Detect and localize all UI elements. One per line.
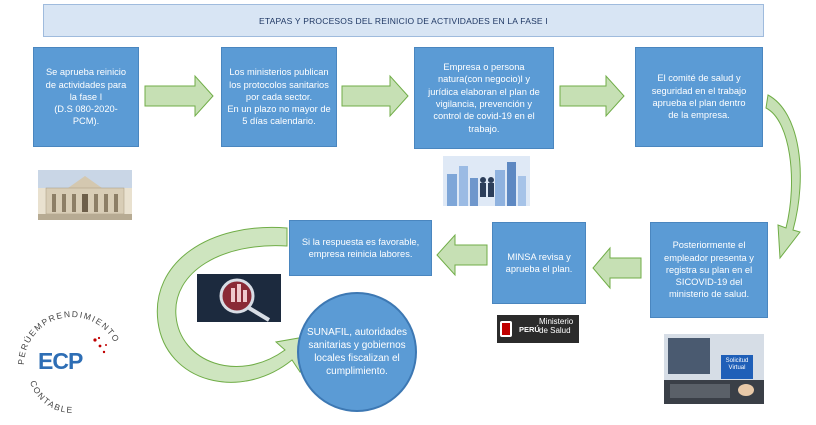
step-5-text: Posteriormente el empleador presenta y r… bbox=[664, 240, 754, 300]
arrow-step6-to-7 bbox=[436, 233, 488, 277]
step-7-text: Si la respuesta es favorable, empresa re… bbox=[301, 236, 420, 259]
arrow-step3-to-4 bbox=[559, 74, 625, 118]
step-1-box: Se aprueba reinicio de actividades para … bbox=[33, 47, 139, 147]
step-2-text: Los ministerios publican los protocolos … bbox=[227, 67, 331, 127]
peru-shield-icon bbox=[500, 321, 512, 337]
step-7-box: Si la respuesta es favorable, empresa re… bbox=[289, 220, 432, 276]
buildings-icon bbox=[443, 156, 530, 206]
step-4-box: El comité de salud y seguridad en el tra… bbox=[635, 47, 763, 147]
step-8-circle: SUNAFIL, autoridades sanitarias y gobier… bbox=[297, 292, 417, 412]
minsa-name-label: Ministerio de Salud bbox=[539, 317, 574, 335]
step-6-text: MINSA revisa y aprueba el plan. bbox=[505, 251, 573, 274]
computer-keyboard-icon bbox=[664, 334, 764, 404]
arrow-step4-to-5 bbox=[765, 94, 801, 260]
step-1-text: Se aprueba reinicio de actividades para … bbox=[45, 67, 127, 127]
palace-icon bbox=[38, 170, 132, 220]
arrow-step5-to-6 bbox=[592, 246, 642, 290]
step-3-box: Empresa o persona natura(con negocio)l y… bbox=[414, 47, 554, 149]
step-4-text: El comité de salud y seguridad en el tra… bbox=[651, 73, 747, 121]
computer-image bbox=[664, 334, 764, 404]
minsa-peru-label: PERÚ bbox=[519, 325, 540, 334]
arrow-step2-to-3 bbox=[341, 74, 409, 118]
business-buildings-image bbox=[443, 156, 530, 206]
step-3-text: Empresa o persona natura(con negocio)l y… bbox=[428, 62, 540, 134]
step-6-box: MINSA revisa y aprueba el plan. bbox=[492, 222, 586, 304]
step-2-box: Los ministerios publican los protocolos … bbox=[221, 47, 337, 147]
step-8-text: SUNAFIL, autoridades sanitarias y gobier… bbox=[306, 326, 408, 378]
logo-initials: ECP bbox=[38, 348, 83, 374]
arrow-step7-to-8 bbox=[156, 226, 311, 383]
diagram-title-bar: ETAPAS Y PROCESOS DEL REINICIO DE ACTIVI… bbox=[43, 4, 764, 37]
solicitud-virtual-label: Solicitud Virtual bbox=[721, 355, 753, 379]
arrow-step1-to-2 bbox=[144, 74, 214, 118]
step-5-box: Posteriormente el empleador presenta y r… bbox=[650, 222, 768, 318]
magnifier-image bbox=[197, 274, 281, 322]
diagram-title: ETAPAS Y PROCESOS DEL REINICIO DE ACTIVI… bbox=[259, 15, 548, 26]
magnifier-icon bbox=[197, 274, 281, 322]
minsa-logo bbox=[497, 315, 579, 343]
government-palace-image bbox=[38, 170, 132, 220]
